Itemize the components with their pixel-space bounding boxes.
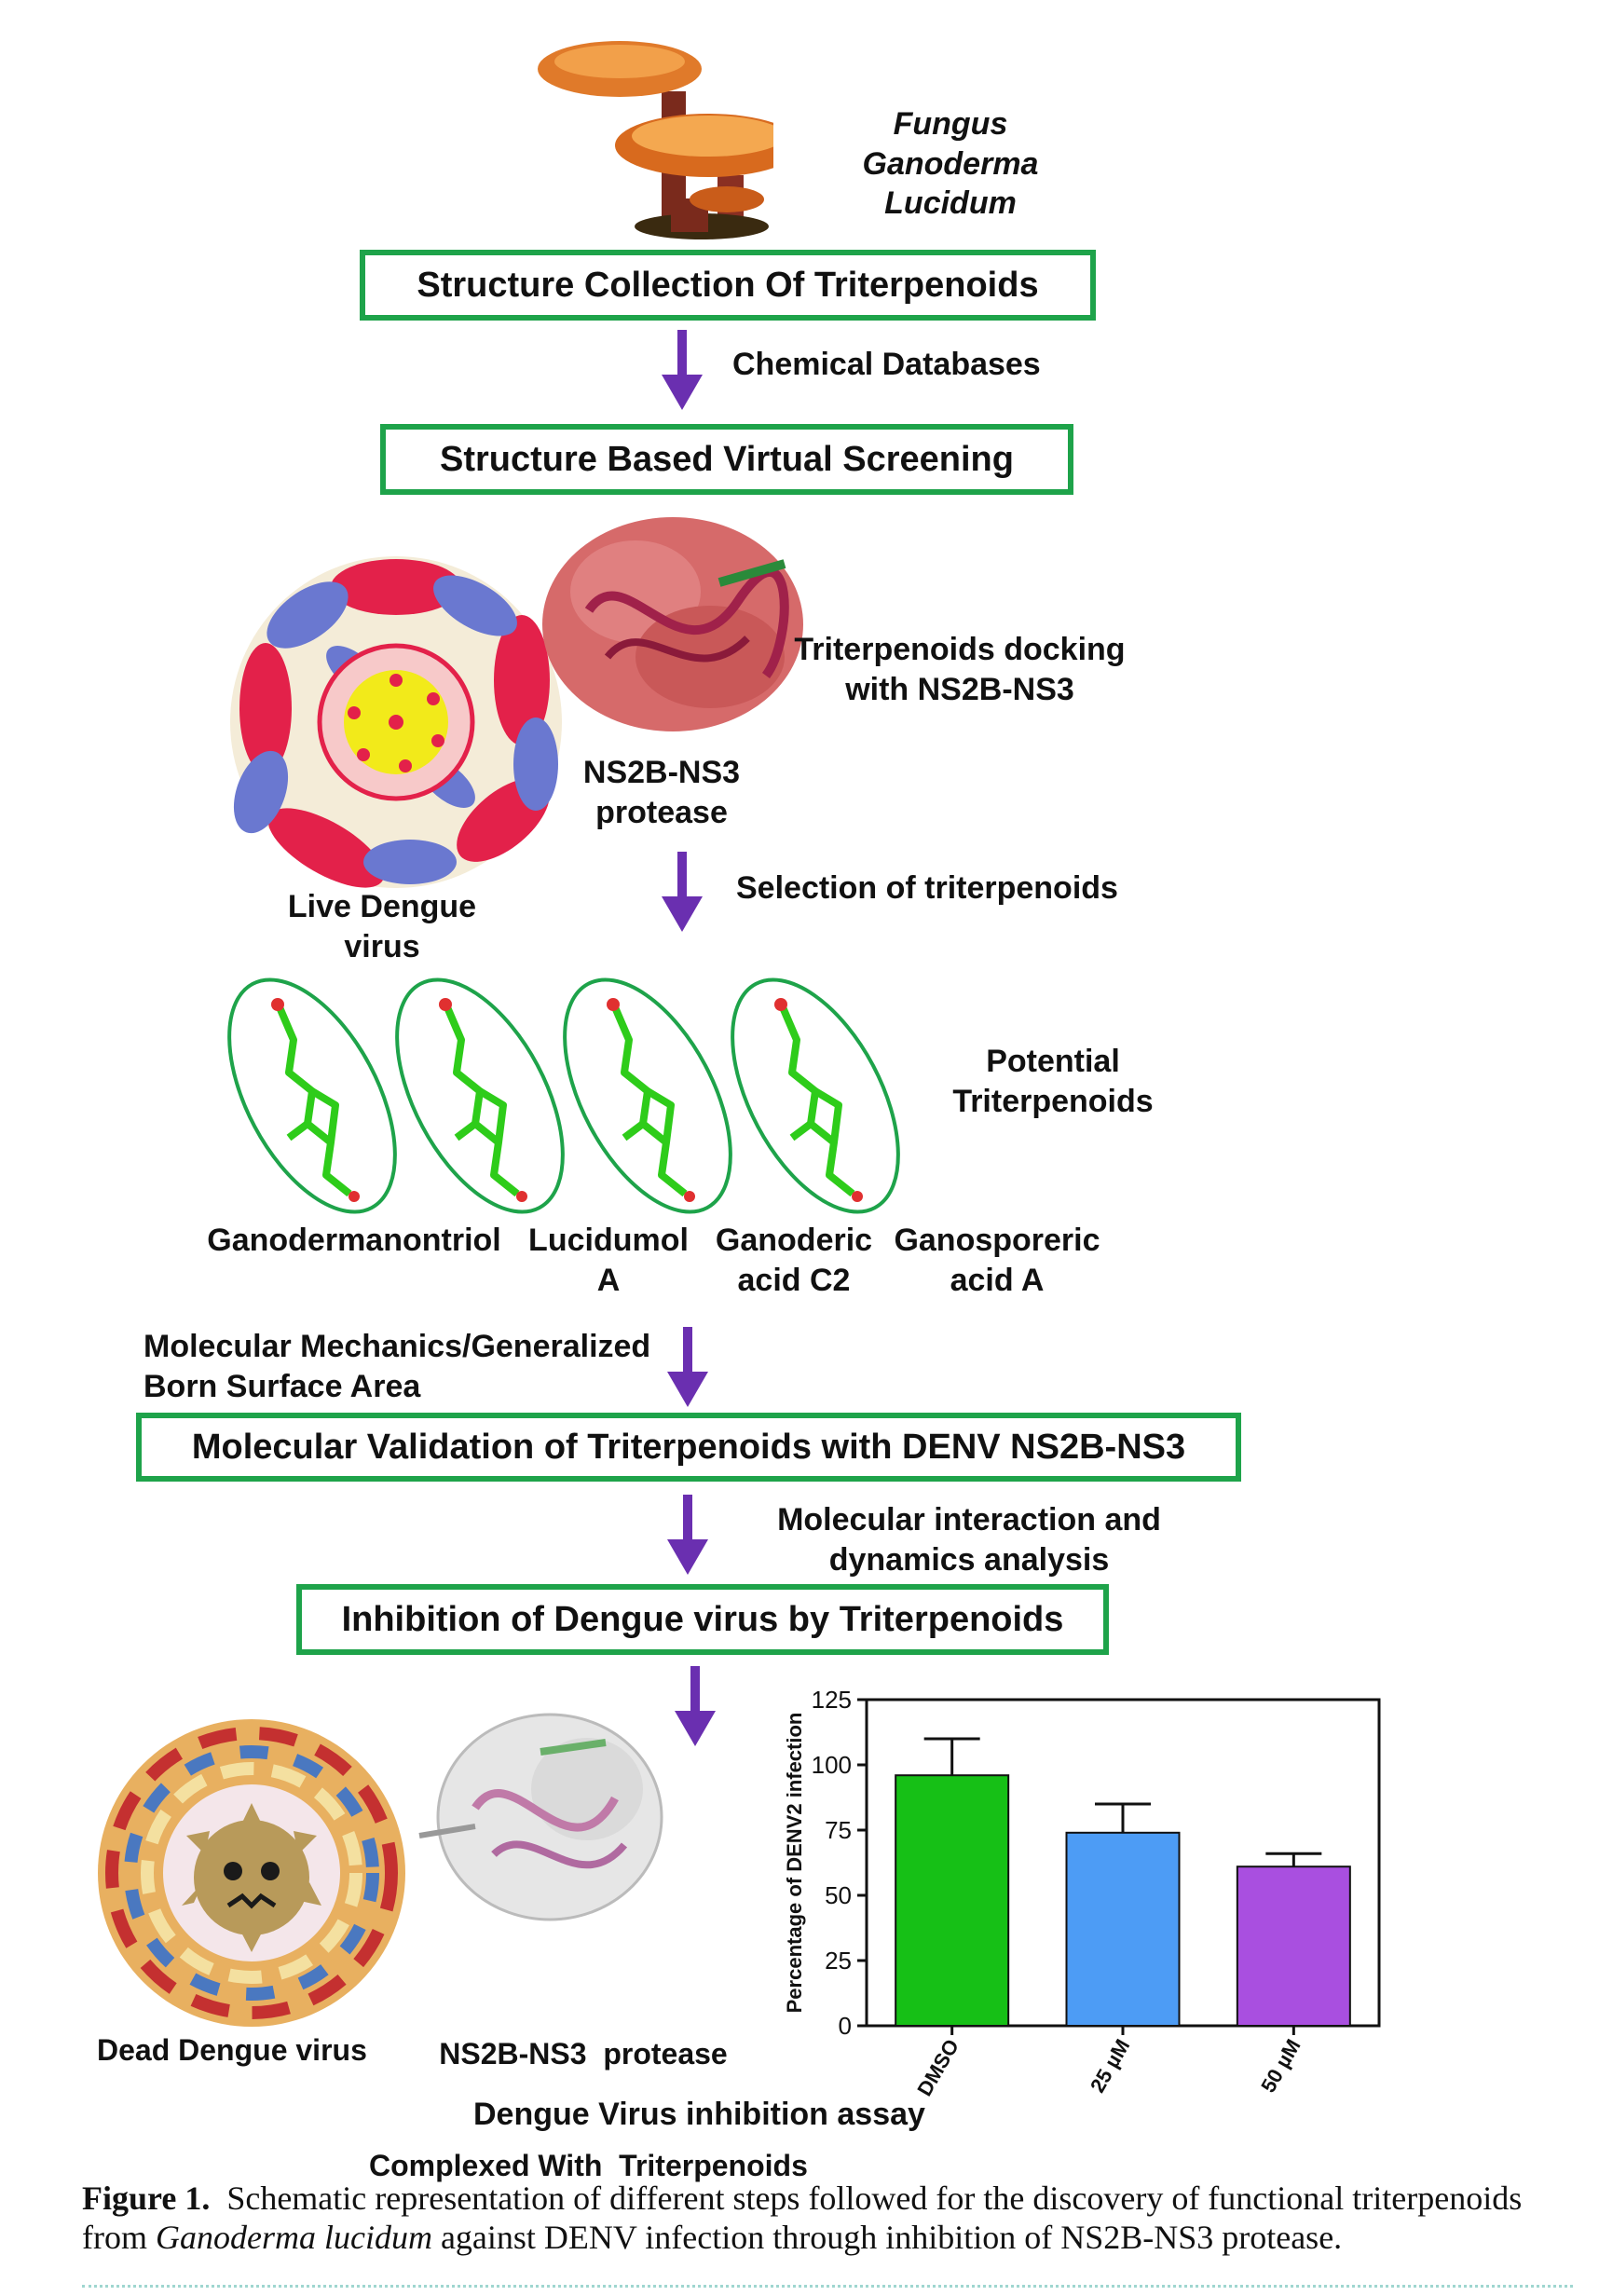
live-virus-label-line2: virus (344, 928, 420, 964)
arrow-label-selection: Selection of triterpenoids (736, 870, 1118, 906)
complex-label-line1: NS2B-NS3 protease (439, 2037, 728, 2070)
bar (1236, 1866, 1351, 2027)
bar (895, 1774, 1010, 2027)
potential-label-line2: Triterpenoids (952, 1083, 1154, 1119)
step-box-inhibition: Inhibition of Dengue virus by Triterpeno… (296, 1584, 1109, 1655)
arrow-down-icon (662, 852, 703, 932)
arrow-label-interaction-line1: Molecular interaction and (777, 1502, 1161, 1538)
arrow-label-mmgbsa-line2: Born Surface Area (144, 1368, 421, 1404)
mushroom-illustration (538, 41, 773, 239)
potential-label-line1: Potential (986, 1044, 1120, 1079)
arrow-down-icon (667, 1495, 708, 1575)
y-axis-label: Percentage of DENV2 infection (783, 1713, 806, 2014)
arrow-label-chemical-databases: Chemical Databases (732, 347, 1041, 382)
protease-illustration (542, 517, 803, 731)
y-tick-label: 25 (825, 1947, 852, 1975)
y-tick-label: 100 (812, 1751, 852, 1779)
compound-name-2-line2: A (596, 1262, 621, 1298)
x-tick-label: DMSO (912, 2035, 964, 2100)
protease-label-line2: protease (595, 794, 728, 830)
y-tick-label: 0 (839, 2012, 852, 2040)
x-tick-label: 50 µM (1256, 2035, 1305, 2097)
arrow-down-icon (662, 330, 703, 410)
compound-name-3-line2: acid C2 (737, 1262, 851, 1298)
arrow-label-interaction-line2: dynamics analysis (828, 1541, 1110, 1578)
live-dengue-virus-illustration (230, 556, 562, 888)
compound-name-4-line1: Ganosporeric (894, 1223, 1100, 1258)
arrow-label-mmgbsa-line1: Molecular Mechanics/Generalized (144, 1329, 651, 1364)
caption-text-2: against DENV infection through inhibitio… (431, 2219, 1343, 2256)
compound-name-2-line1: Lucidumol (528, 1223, 689, 1258)
complex-label-line2: Complexed With Triterpenoids (369, 2149, 808, 2182)
fungus-label-line2: Ganoderma Lucidum (862, 145, 1039, 222)
dead-dengue-virus-illustration (98, 1719, 405, 2027)
bar (1065, 1831, 1181, 2027)
docking-label-line2: with NS2B-NS3 (845, 671, 1074, 707)
fungus-label-line1: Fungus (893, 106, 1008, 142)
triterpenoid-structures (227, 977, 900, 1214)
compound-name-1: Ganodermanontriol (207, 1223, 501, 1258)
y-tick-label: 75 (825, 1816, 852, 1844)
step-box-structure-collection: Structure Collection Of Triterpenoids (360, 250, 1096, 321)
protease-label-line1: NS2B-NS3 (582, 755, 741, 790)
protease-complex-illustration (418, 1713, 663, 1921)
compound-name-3-line1: Ganoderic (715, 1223, 873, 1258)
caption-species: Ganoderma lucidum (155, 2219, 432, 2256)
caption-text-1: Schematic representation of different st… (82, 2180, 1523, 2256)
live-virus-label-line1: Live Dengue (287, 889, 477, 924)
y-tick-label: 50 (825, 1881, 852, 1909)
y-tick-label: 125 (812, 1687, 852, 1714)
docking-label-line1: Triterpenoids docking (794, 632, 1126, 667)
arrow-down-icon (675, 1666, 716, 1746)
caption-label: Figure 1. (82, 2180, 211, 2217)
step-box-virtual-screening: Structure Based Virtual Screening (380, 424, 1073, 495)
x-tick-label: 25 µM (1086, 2035, 1134, 2097)
step-box-molecular-validation: Molecular Validation of Triterpenoids wi… (136, 1413, 1241, 1482)
assay-label: Dengue Virus inhibition assay (473, 2097, 925, 2132)
figure-caption: Figure 1. Schematic representation of di… (82, 2179, 1573, 2257)
bottom-divider (82, 2285, 1573, 2288)
arrow-down-icon (667, 1327, 708, 1407)
compound-name-4-line2: acid A (950, 1262, 1045, 1298)
dead-virus-label: Dead Dengue virus (97, 2033, 367, 2067)
